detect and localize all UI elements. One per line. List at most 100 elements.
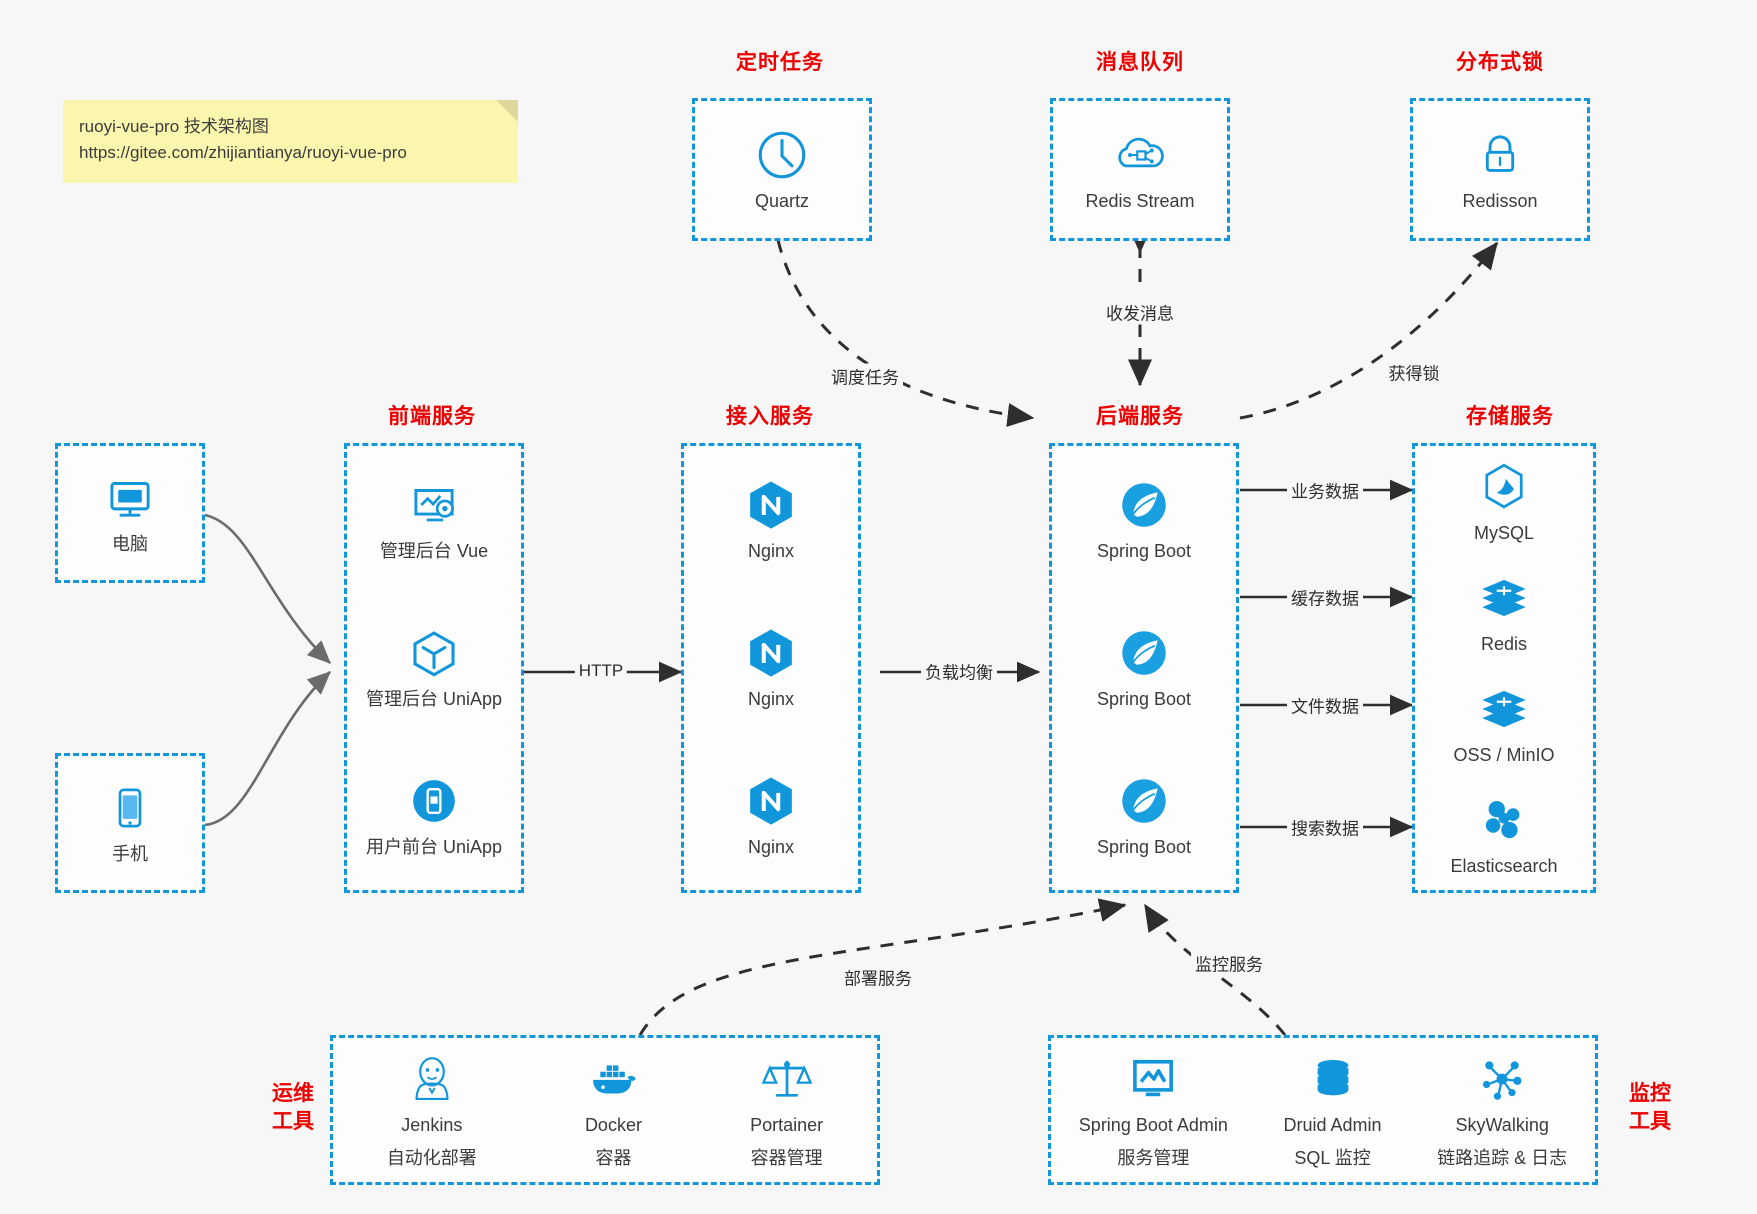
item-skywalking[interactable]: SkyWalking 链路追踪 & 日志 [1437, 1050, 1567, 1169]
skywalking-node-icon [1473, 1050, 1531, 1108]
lock-icon [1471, 126, 1529, 184]
item-label: 管理后台 Vue [379, 541, 489, 562]
item-label: Docker [584, 1115, 642, 1136]
spring-leaf-icon [1115, 624, 1173, 682]
group-title-frontend: 前端服务 [388, 405, 476, 428]
group-title-storage: 存储服务 [1466, 405, 1554, 428]
mobile-icon [101, 779, 159, 837]
edge-label-get-lock: 获得锁 [1384, 359, 1444, 385]
item-mysql[interactable]: MySQL [1474, 458, 1534, 545]
item-admin-vue[interactable]: 管理后台 Vue [380, 476, 488, 563]
group-title-devops: 运维 工具 [258, 1080, 328, 1137]
item-label: OSS / MinIO [1453, 744, 1555, 765]
item-portainer[interactable]: Portainer 容器管理 [750, 1050, 823, 1169]
item-sublabel: 自动化部署 [386, 1147, 477, 1168]
item-docker[interactable]: Docker 容器 [584, 1050, 642, 1169]
item-desktop[interactable]: 电脑 [101, 469, 159, 556]
edge-label-schedule-task: 调度任务 [827, 363, 903, 389]
item-spring-boot-admin[interactable]: Spring Boot Admin 服务管理 [1079, 1050, 1228, 1169]
item-oss-minio[interactable]: OSS / MinIO [1453, 680, 1555, 767]
database-icon [1304, 1050, 1362, 1108]
edge-label-load-balance: 负载均衡 [921, 658, 997, 684]
jenkins-butler-icon [403, 1050, 461, 1108]
mysql-dolphin-icon [1475, 458, 1533, 516]
monitor-title-line1: 监控 [1629, 1082, 1671, 1105]
item-user-uniapp[interactable]: 用户前台 UniApp [366, 772, 502, 859]
item-sublabel: 容器管理 [750, 1147, 823, 1168]
node-client-mobile[interactable]: 手机 [55, 753, 205, 893]
item-mobile[interactable]: 手机 [101, 779, 159, 866]
elasticsearch-icon [1475, 791, 1533, 849]
group-title-monitor: 监控 工具 [1615, 1080, 1685, 1137]
item-label: Nginx [747, 689, 795, 710]
node-gateway-services[interactable]: Nginx Nginx Nginx [681, 443, 861, 893]
item-elasticsearch[interactable]: Elasticsearch [1450, 791, 1558, 878]
edge-label-search-data: 搜索数据 [1287, 814, 1363, 840]
edge-label-cache-data: 缓存数据 [1287, 584, 1363, 610]
diagram-note: ruoyi-vue-pro 技术架构图 https://gitee.com/zh… [63, 100, 518, 183]
item-sublabel: SQL 监控 [1294, 1147, 1371, 1168]
edge-label-http: HTTP [574, 661, 628, 681]
edge-label-mq-message: 收发消息 [1102, 299, 1178, 325]
item-springboot-3[interactable]: Spring Boot [1097, 772, 1191, 859]
group-title-mq: 消息队列 [1096, 51, 1184, 74]
item-label: Spring Boot [1096, 541, 1192, 562]
monitor-title-line2: 工具 [1629, 1110, 1671, 1134]
node-distributed-lock[interactable]: Redisson [1410, 98, 1590, 241]
item-jenkins[interactable]: Jenkins 自动化部署 [387, 1050, 477, 1169]
cloud-network-icon [1111, 126, 1169, 184]
desktop-icon [101, 469, 159, 527]
node-scheduled-task[interactable]: Quartz [692, 98, 872, 241]
item-label: MySQL [1473, 522, 1534, 543]
node-backend-services[interactable]: Spring Boot Spring Boot Spring Boot [1049, 443, 1239, 893]
item-redis[interactable]: Redis [1475, 569, 1533, 656]
spring-leaf-icon [1115, 772, 1173, 830]
item-label: Spring Boot [1096, 689, 1192, 710]
group-title-lock: 分布式锁 [1456, 51, 1544, 74]
node-client-pc[interactable]: 电脑 [55, 443, 205, 583]
monitor-chart-icon [1124, 1050, 1182, 1108]
item-redis-stream[interactable]: Redis Stream [1085, 126, 1195, 213]
item-nginx-3[interactable]: Nginx [742, 772, 800, 859]
nginx-icon [742, 476, 800, 534]
node-storage-services[interactable]: MySQL Redis OSS [1412, 443, 1596, 893]
monitor-gear-icon [405, 476, 463, 534]
item-label: Redis Stream [1085, 190, 1195, 211]
redis-stack-icon [1475, 569, 1533, 627]
item-admin-uniapp[interactable]: 管理后台 UniApp [366, 624, 502, 711]
item-sublabel: 容器 [595, 1147, 632, 1168]
item-label: Portainer [750, 1115, 824, 1136]
nginx-icon [742, 624, 800, 682]
node-message-queue[interactable]: Redis Stream [1050, 98, 1230, 241]
item-nginx-1[interactable]: Nginx [742, 476, 800, 563]
item-quartz[interactable]: Quartz [753, 126, 811, 213]
item-springboot-2[interactable]: Spring Boot [1097, 624, 1191, 711]
devops-title-line2: 工具 [272, 1110, 314, 1134]
item-druid-admin[interactable]: Druid Admin SQL 监控 [1284, 1050, 1382, 1169]
note-url: https://gitee.com/zhijiantianya/ruoyi-vu… [79, 143, 407, 163]
node-frontend-services[interactable]: 管理后台 Vue 管理后台 UniApp 用户前台 UniApp [344, 443, 524, 893]
note-fold-corner [496, 100, 518, 122]
group-title-scheduled: 定时任务 [736, 51, 824, 74]
item-label: 管理后台 UniApp [365, 689, 503, 710]
cube-icon [405, 624, 463, 682]
item-springboot-1[interactable]: Spring Boot [1097, 476, 1191, 563]
docker-whale-icon [584, 1050, 642, 1108]
edge-label-file-data: 文件数据 [1287, 692, 1363, 718]
node-monitor-tools[interactable]: Spring Boot Admin 服务管理 Druid Admin S [1048, 1035, 1598, 1185]
item-label: SkyWalking [1455, 1115, 1549, 1136]
item-nginx-2[interactable]: Nginx [742, 624, 800, 711]
item-label: Druid Admin [1283, 1115, 1382, 1136]
edge-label-deploy-service: 部署服务 [840, 964, 916, 990]
clock-icon [753, 126, 811, 184]
nginx-icon [742, 772, 800, 830]
node-devops-tools[interactable]: Jenkins 自动化部署 Docker [330, 1035, 880, 1185]
edge-label-biz-data: 业务数据 [1287, 477, 1363, 503]
note-title: ruoyi-vue-pro 技术架构图 [79, 117, 269, 136]
item-label: 用户前台 UniApp [365, 837, 503, 858]
item-label: Quartz [754, 190, 810, 211]
devops-title-line1: 运维 [272, 1082, 314, 1105]
item-label: Elasticsearch [1450, 855, 1558, 876]
item-redisson[interactable]: Redisson [1462, 126, 1538, 213]
